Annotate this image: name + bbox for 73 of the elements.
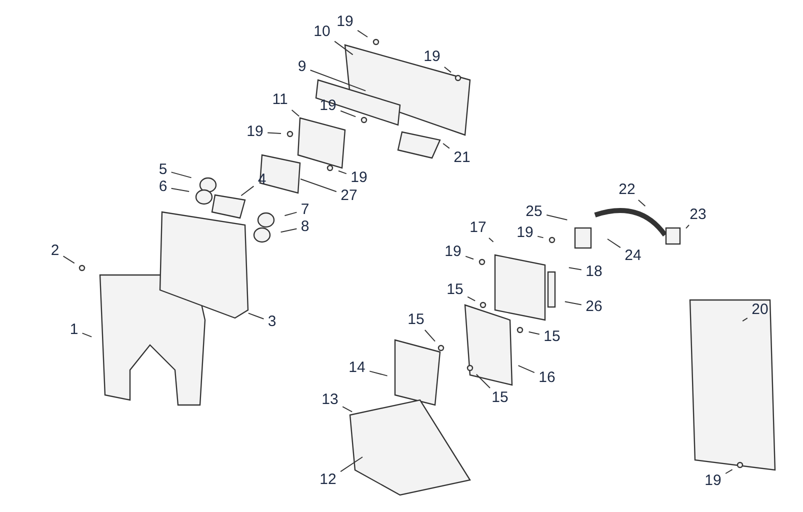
leader-line: [340, 456, 363, 472]
callout-number: 19: [336, 14, 354, 30]
callout-number: 7: [300, 202, 310, 218]
leader-line: [62, 256, 75, 264]
leader-line: [638, 200, 646, 207]
callout-number: 19: [516, 225, 534, 241]
callout-number: 2: [50, 243, 60, 259]
callout-number: 5: [158, 162, 168, 178]
callout-number: 15: [544, 329, 560, 345]
leader-line: [267, 132, 282, 134]
leader-line: [528, 331, 540, 335]
callout-number: 19: [444, 244, 462, 260]
leader-line: [518, 365, 535, 374]
callout-number: 10: [314, 24, 330, 40]
callout-number: 16: [538, 370, 556, 386]
leader-line: [342, 406, 353, 412]
leader-line: [686, 224, 690, 229]
leader-line: [170, 172, 192, 178]
callout-number: 19: [246, 124, 264, 140]
leader-line: [465, 256, 474, 260]
leader-line: [725, 469, 733, 474]
leader-line: [248, 312, 264, 320]
leader-line: [338, 170, 347, 174]
leader-line: [300, 178, 337, 192]
callout-number: 19: [350, 170, 368, 186]
leader-line: [170, 188, 190, 192]
leader-line: [357, 30, 368, 38]
callout-number: 25: [526, 204, 542, 220]
leader-line: [442, 143, 450, 149]
callout-number: 26: [586, 299, 602, 315]
callout-number: 13: [322, 392, 338, 408]
leader-line: [284, 212, 298, 216]
callout-number: 19: [320, 98, 336, 114]
leader-line: [280, 228, 298, 233]
leader-line: [444, 66, 452, 73]
callout-number: 18: [586, 264, 602, 280]
callout-number: 27: [340, 188, 358, 204]
leader-line: [488, 238, 494, 242]
callout-number: 24: [624, 248, 642, 264]
callout-number: 3: [268, 314, 276, 330]
callout-number: 15: [446, 282, 464, 298]
callout-number: 9: [298, 59, 306, 75]
leader-line: [568, 267, 582, 270]
callout-number: 11: [272, 92, 288, 108]
callout-number: 23: [690, 207, 706, 223]
leader-line: [334, 40, 354, 56]
callout-number: 19: [704, 473, 722, 489]
callout-number: 21: [454, 150, 470, 166]
leader-line: [467, 296, 476, 302]
callout-number: 8: [300, 219, 310, 235]
callout-number: 22: [618, 182, 636, 198]
callout-number: 15: [492, 390, 508, 406]
callout-number: 1: [70, 322, 78, 338]
leader-line: [564, 301, 582, 306]
leader-line: [82, 332, 92, 338]
callout-number: 15: [408, 312, 424, 328]
callout-number: 14: [348, 360, 366, 376]
callout-number: 19: [424, 49, 440, 65]
leader-line: [476, 374, 490, 388]
leader-line: [424, 330, 436, 342]
callout-number: 20: [752, 302, 768, 318]
leader-line: [310, 70, 366, 92]
leader-line: [340, 110, 356, 118]
leader-line: [291, 110, 300, 117]
callout-number: 6: [158, 179, 168, 195]
leader-line: [546, 214, 568, 220]
leader-line: [240, 186, 254, 196]
leader-line: [742, 318, 748, 322]
leader-line: [537, 236, 544, 238]
callout-number: 17: [470, 220, 486, 236]
leader-line: [607, 238, 621, 248]
callout-number: 12: [320, 472, 336, 488]
leader-line: [369, 370, 388, 376]
